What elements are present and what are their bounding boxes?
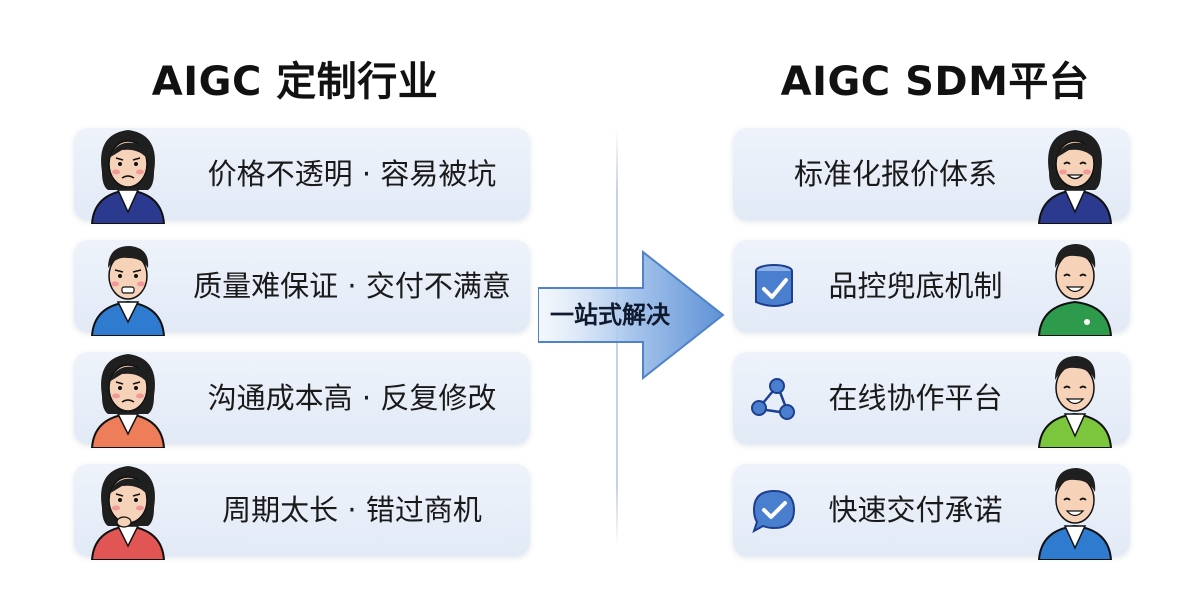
solution-text: 品控兜底机制: [828, 269, 1003, 303]
solution-text: 快速交付承诺: [828, 493, 1003, 527]
pain-point-card: 周期太长 · 错过商机: [74, 464, 530, 560]
checkmark-cylinder-icon: [755, 264, 793, 307]
pain-point-text: 沟通成本高 · 反复修改: [207, 381, 497, 415]
solution-card: 品控兜底机制: [733, 240, 1130, 336]
arrow-label: 一站式解决: [550, 301, 670, 329]
pain-point-text: 质量难保证 · 交付不满意: [193, 269, 511, 303]
worried-woman-avatar: [90, 466, 166, 560]
solution-card: 在线协作平台: [733, 352, 1130, 448]
smiling-woman-avatar: [1037, 130, 1113, 224]
solution-card: 标准化报价体系: [733, 128, 1130, 224]
smiling-man-avatar: [1037, 244, 1113, 336]
solution-text: 在线协作平台: [828, 381, 1003, 415]
solution-card: 快速交付承诺: [733, 464, 1130, 560]
pain-point-card: 价格不透明 · 容易被坑: [74, 128, 530, 224]
right-column-title: AIGC SDM平台: [780, 59, 1090, 105]
worried-woman-avatar: [90, 354, 166, 448]
pain-point-card: 质量难保证 · 交付不满意: [74, 240, 530, 336]
smiling-man-avatar: [1037, 356, 1113, 448]
worried-man-avatar: [90, 246, 166, 336]
solution-text: 标准化报价体系: [793, 157, 997, 191]
pain-point-text: 价格不透明 · 容易被坑: [207, 157, 497, 191]
left-column-title: AIGC 定制行业: [151, 59, 439, 105]
connected-nodes-icon: [751, 378, 795, 420]
pain-point-text: 周期太长 · 错过商机: [222, 493, 482, 527]
pain-point-card: 沟通成本高 · 反复修改: [74, 352, 530, 448]
right-arrow-icon: [538, 250, 725, 380]
smiling-man-avatar: [1037, 468, 1113, 560]
chat-check-icon: [752, 489, 796, 534]
worried-woman-avatar: [90, 130, 166, 224]
